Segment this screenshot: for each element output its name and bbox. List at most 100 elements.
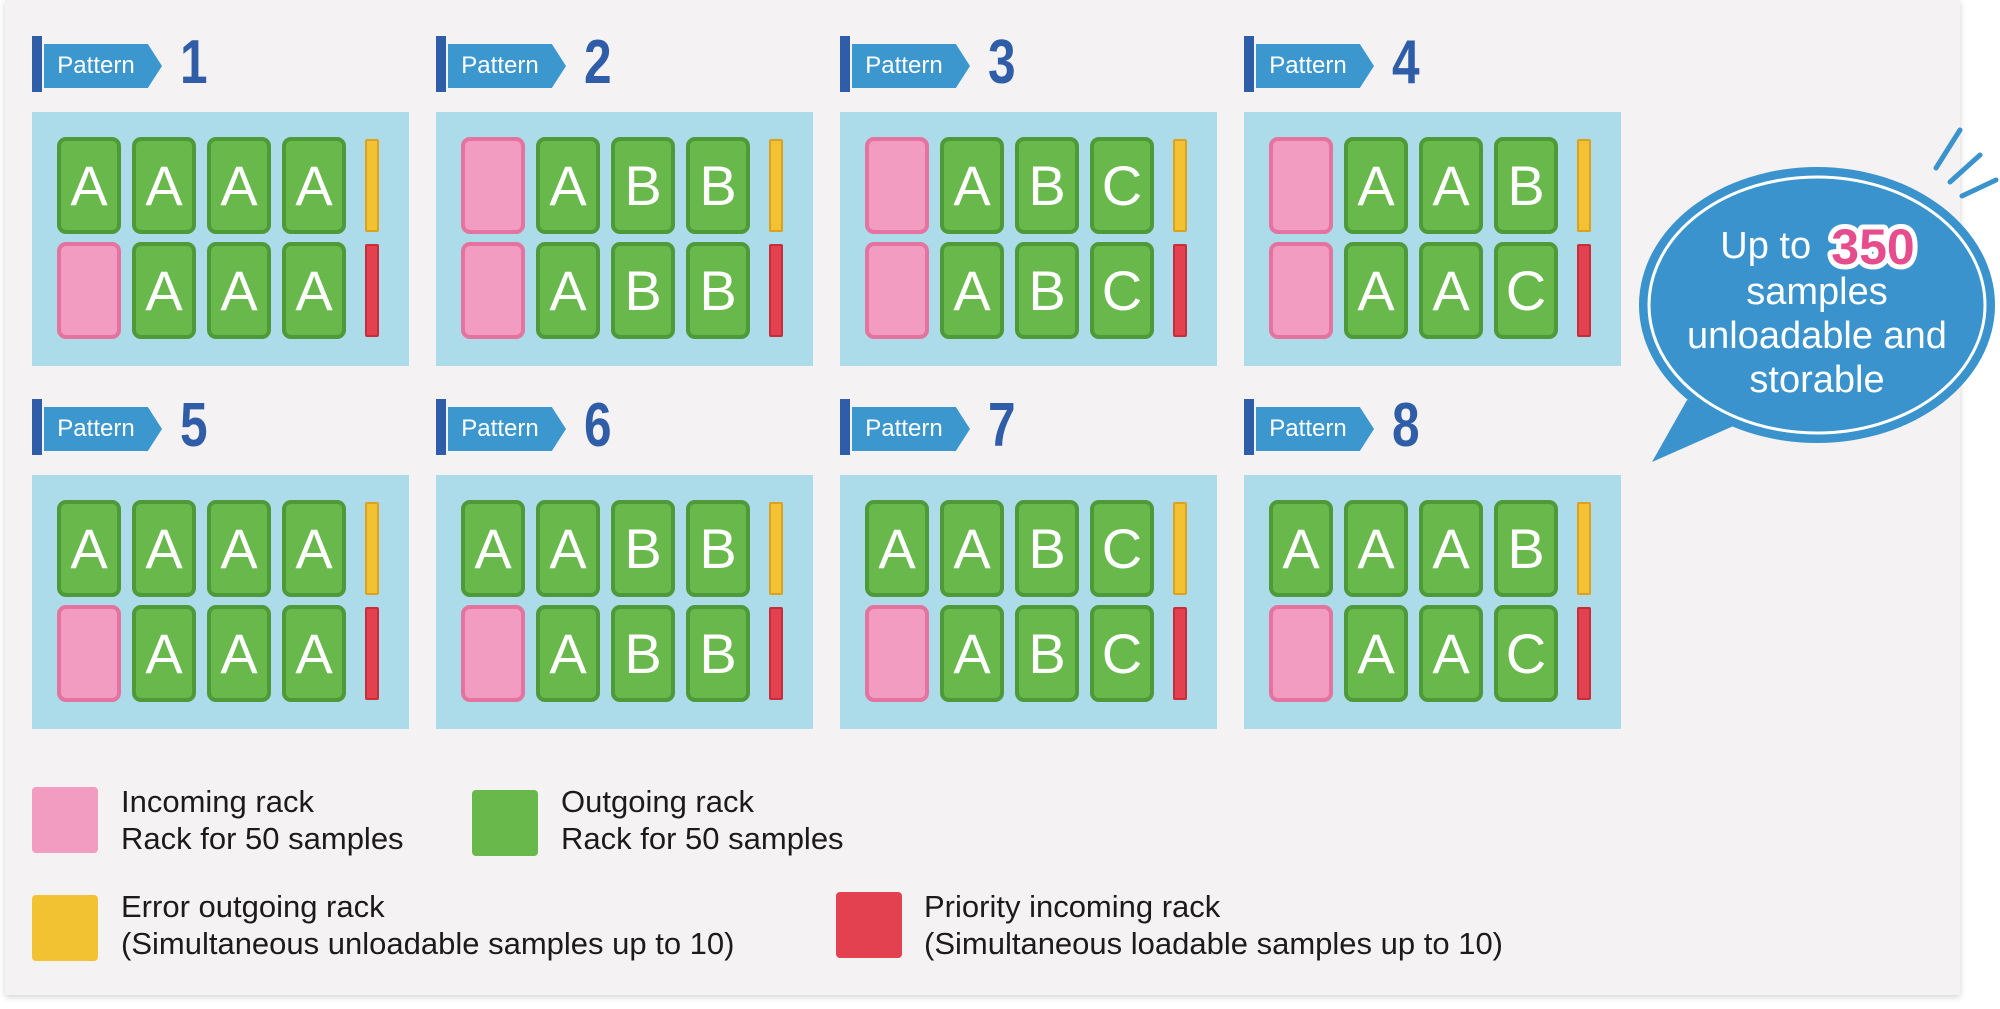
incoming-rack	[461, 137, 525, 234]
rack-letter: A	[295, 153, 333, 217]
pattern-tag	[852, 44, 970, 88]
outgoing-rack: A	[132, 605, 196, 702]
rack-letter: C	[1505, 621, 1547, 685]
pattern-tag-bar	[436, 36, 446, 92]
rack-letter: C	[1101, 153, 1143, 217]
pattern-number: 6	[584, 391, 612, 460]
rack-letter: C	[1101, 621, 1143, 685]
rack-letter: A	[70, 516, 108, 580]
outgoing-rack: B	[611, 242, 675, 339]
callout-bubble: Up to 350 samples unloadable and storabl…	[1632, 100, 2000, 480]
rack-letter: B	[1507, 516, 1545, 580]
outgoing-rack: A	[57, 500, 121, 597]
priority-incoming-slot	[365, 244, 379, 337]
pattern-tag-bar	[436, 399, 446, 455]
legend-priority-text: Priority incoming rack (Simultaneous loa…	[924, 888, 1503, 962]
legend-error-text: Error outgoing rack (Simultaneous unload…	[121, 888, 735, 962]
rack-letter: A	[145, 621, 183, 685]
rack-letter: A	[1357, 621, 1395, 685]
outgoing-rack: A	[865, 500, 929, 597]
outgoing-rack: A	[536, 605, 600, 702]
pattern-number: 5	[180, 391, 208, 460]
pattern-tag-label: Pattern	[865, 415, 943, 442]
priority-incoming-slot	[1577, 244, 1591, 337]
outgoing-rack: B	[1015, 137, 1079, 234]
rack-letter: A	[220, 153, 258, 217]
rack-letter: B	[1028, 258, 1066, 322]
rack-letter: A	[145, 258, 183, 322]
rack-letter: A	[1357, 153, 1395, 217]
rack-letter: A	[1432, 153, 1470, 217]
callout-line-1: Up to	[1632, 224, 2000, 268]
rack-letter: A	[474, 516, 512, 580]
error-outgoing-slot	[1577, 502, 1591, 595]
rack-letter: B	[1028, 516, 1066, 580]
rack-letter: B	[624, 258, 662, 322]
legend-error-title: Error outgoing rack	[121, 889, 385, 924]
incoming-rack	[461, 242, 525, 339]
legend-incoming-desc: Rack for 50 samples	[121, 821, 404, 856]
priority-incoming-slot	[1173, 607, 1187, 700]
rack-letter: A	[295, 258, 333, 322]
emphasis-line	[1959, 177, 1999, 199]
outgoing-rack: C	[1494, 242, 1558, 339]
error-outgoing-slot	[365, 139, 379, 232]
pattern-number: 1	[180, 28, 208, 97]
incoming-rack	[1269, 605, 1333, 702]
error-outgoing-slot	[769, 139, 783, 232]
pattern-tag-label: Pattern	[57, 415, 135, 442]
error-outgoing-slot	[365, 502, 379, 595]
incoming-rack	[461, 605, 525, 702]
rack-letter: B	[1028, 621, 1066, 685]
outgoing-rack: C	[1090, 137, 1154, 234]
outgoing-rack: A	[132, 137, 196, 234]
outgoing-rack: B	[686, 500, 750, 597]
outgoing-rack: A	[57, 137, 121, 234]
outgoing-rack: A	[1344, 500, 1408, 597]
outgoing-rack: A	[536, 137, 600, 234]
rack-letter: A	[953, 153, 991, 217]
outgoing-rack: A	[1419, 137, 1483, 234]
outgoing-rack: C	[1090, 242, 1154, 339]
rack-letter: A	[1357, 258, 1395, 322]
rack-letter: B	[1507, 153, 1545, 217]
outgoing-rack: C	[1090, 605, 1154, 702]
rack-letter: A	[549, 516, 587, 580]
legend-outgoing-text: Outgoing rack Rack for 50 samples	[561, 783, 844, 857]
error-outgoing-slot	[769, 502, 783, 595]
pattern-tag	[852, 407, 970, 451]
outgoing-rack: A	[536, 242, 600, 339]
callout-line-4: storable	[1749, 359, 1885, 401]
emphasis-line	[1947, 152, 1983, 185]
outgoing-rack: C	[1494, 605, 1558, 702]
outgoing-rack: B	[611, 500, 675, 597]
error-outgoing-slot	[1577, 139, 1591, 232]
rack-letter: B	[699, 516, 737, 580]
pattern-tag	[44, 407, 162, 451]
rack-letter: A	[220, 516, 258, 580]
pattern-tag	[1256, 407, 1374, 451]
rack-letter: B	[624, 621, 662, 685]
rack-letter: A	[878, 516, 916, 580]
rack-letter: C	[1101, 258, 1143, 322]
outgoing-rack: A	[461, 500, 525, 597]
outgoing-rack: A	[132, 500, 196, 597]
legend-priority-desc: (Simultaneous loadable samples up to 10)	[924, 926, 1504, 961]
legend-outgoing-desc: Rack for 50 samples	[561, 821, 844, 856]
outgoing-rack: B	[1015, 242, 1079, 339]
rack-letter: A	[549, 258, 587, 322]
